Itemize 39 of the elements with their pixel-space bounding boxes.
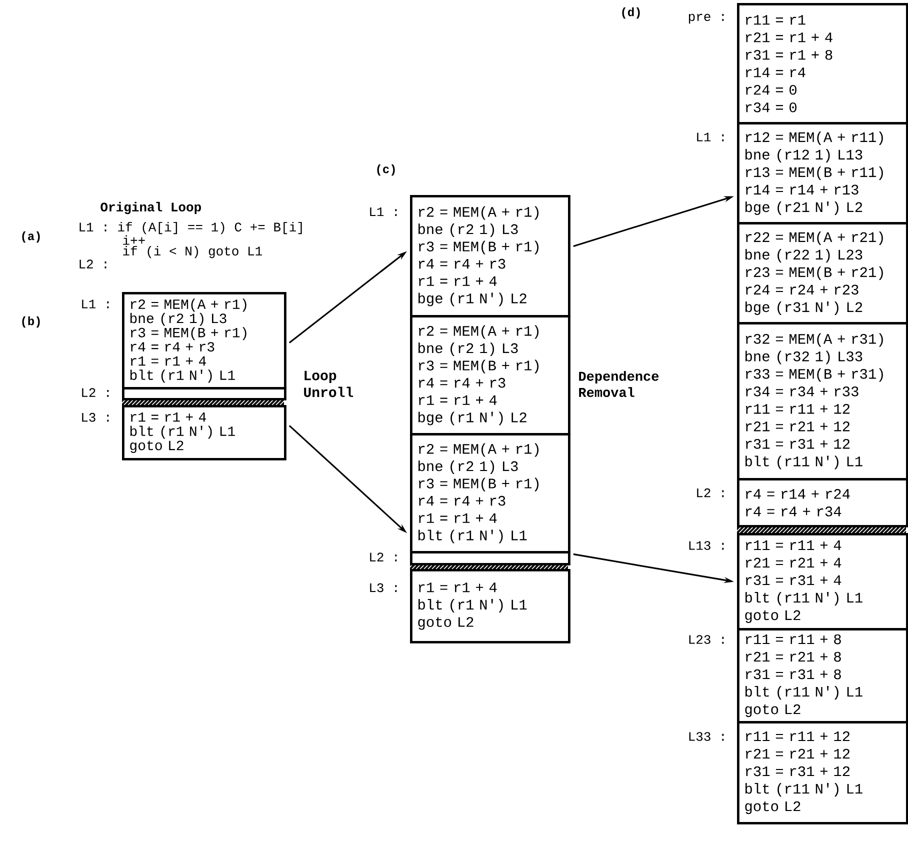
- block-label: L1 :: [697, 132, 724, 142]
- block-label: pre :: [688, 14, 724, 24]
- block-label: L2 :: [370, 552, 397, 562]
- code-line: if (i < N) goto L1: [123, 246, 262, 258]
- empty-block: [410, 551, 570, 566]
- code-block: r11 = r11 + 8 r21 = r21 + 8 r31 = r31 + 8 blt (r11 N') L1 goto L2: [737, 628, 908, 724]
- code-block: r12 = MEM(A + r11) bne (r12 1) L13 r13 = MEM(B + r11) r14 = r14 + r13 bge (r21 N') L2: [737, 122, 908, 224]
- block-label: L2 :: [697, 488, 724, 498]
- code-block: r11 = r11 + 12 r21 = r21 + 12 r31 = r31 + 12 blt (r11 N') L1 goto L2: [737, 721, 908, 824]
- code-block: r2 = MEM(A + r1) bne (r2 1) L3 r3 = MEM(B + r1) r4 = r4 + r3 r1 = r1 + 4 blt (r1 N') L1: [410, 433, 570, 554]
- code-block: r1 = r1 + 4 blt (r1 N') L1 goto L2: [122, 405, 286, 460]
- code-block: r32 = MEM(A + r31) bne (r32 1) L33 r33 = MEM(B + r31) r34 = r34 + r33 r11 = r11 + 12 r21 = r21 + 12 r31 = r31 + 12 blt (r11 N') L1: [737, 322, 908, 480]
- block-label: L2 :: [82, 388, 109, 397]
- code-block: r11 = r1 r21 = r1 + 4 r31 = r1 + 8 r14 = r4 r24 = 0 r34 = 0: [737, 3, 908, 124]
- block-label: L13 :: [689, 541, 724, 550]
- code-block: r2 = MEM(A + r1) bne (r2 1) L3 r3 = MEM(B + r1) r4 = r4 + r3 r1 = r1 + 4 bge (r1 N') L2: [410, 315, 570, 436]
- code-block: r11 = r11 + 4 r21 = r21 + 4 r31 = r31 + 4 blt (r11 N') L1 goto L2: [737, 533, 908, 630]
- block-label: L23 :: [689, 635, 724, 644]
- code-line: i++: [123, 235, 145, 245]
- code-line: L2 :: [80, 260, 106, 268]
- panel-letter: (b): [22, 316, 40, 328]
- block-label: L1 :: [370, 207, 397, 216]
- code-block: r2 = MEM(A + r1) bne (r2 1) L3 r3 = MEM(B + r1) r4 = r4 + r3 r1 = r1 + 4 blt (r1 N') L1: [122, 292, 286, 390]
- empty-block: [122, 387, 286, 400]
- block-label: L33 :: [689, 732, 724, 741]
- block-label: L1 :: [82, 300, 109, 308]
- panel-letter: (d): [622, 7, 640, 19]
- panel-letter: (a): [22, 231, 40, 243]
- panel-letter: (c): [377, 164, 395, 176]
- heading: Original Loop: [100, 202, 201, 214]
- code-block: r22 = MEM(A + r21) bne (r22 1) L23 r23 = MEM(B + r21) r24 = r24 + r23 bge (r31 N') L2: [737, 222, 908, 324]
- step-label: Dependence Removal: [579, 370, 659, 398]
- block-label: L3 :: [370, 583, 397, 592]
- step-label: Loop Unroll: [304, 370, 354, 398]
- code-block: r2 = MEM(A + r1) bne (r2 1) L3 r3 = MEM(B + r1) r4 = r4 + r3 r1 = r1 + 4 bge (r1 N') L2: [410, 195, 570, 318]
- code-block: r1 = r1 + 4 blt (r1 N') L1 goto L2: [410, 569, 570, 644]
- code-line: L1 : if (A[i] == 1) C += B[i]: [80, 222, 302, 234]
- block-label: L3 :: [82, 412, 109, 422]
- code-block: r4 = r14 + r24 r4 = r4 + r34: [737, 478, 908, 528]
